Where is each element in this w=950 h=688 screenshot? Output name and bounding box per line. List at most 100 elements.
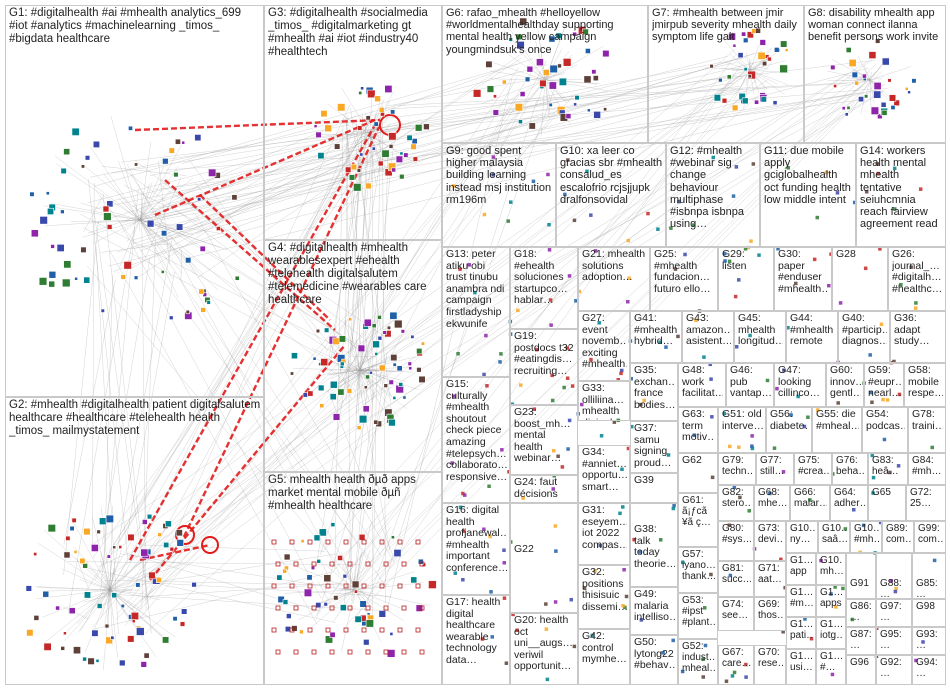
group-box-g55: G55: die #mheal… — [812, 407, 862, 453]
vertex-thumbnail — [92, 140, 100, 148]
group-box-g16: G16: digital health profjanewal… #mhealt… — [442, 503, 510, 595]
edge — [109, 589, 118, 658]
vertex-thumbnail — [683, 252, 687, 257]
edge — [544, 46, 604, 81]
edge — [369, 134, 418, 165]
group-box-g12: G12: #mhealth #webinar sig change behavi… — [666, 143, 760, 247]
vertex-thumbnail — [289, 627, 295, 633]
edge — [489, 78, 546, 81]
vertex-thumbnail — [877, 113, 883, 120]
group-label: G48: work facilitat… — [682, 365, 723, 400]
edge — [341, 88, 371, 136]
group-box-g9: G9: good spent higher malaysia building … — [442, 143, 556, 247]
vertex-thumbnail — [882, 437, 887, 442]
vertex-thumbnail — [733, 294, 738, 299]
edge — [85, 589, 111, 652]
edge — [125, 271, 175, 543]
vertex-thumbnail — [451, 184, 456, 188]
vertex-thumbnail — [626, 446, 631, 451]
vertex-thumbnail — [932, 558, 937, 563]
vertex-thumbnail — [780, 40, 788, 48]
vertex-thumbnail — [585, 169, 589, 174]
edge — [85, 563, 111, 591]
vertex-thumbnail — [772, 100, 778, 106]
vertex-thumbnail — [343, 539, 349, 545]
group-label: G93: … — [916, 629, 941, 651]
vertex-thumbnail — [48, 271, 57, 279]
vertex-thumbnail — [119, 659, 126, 667]
edge — [343, 320, 361, 371]
vertex-thumbnail — [38, 277, 48, 286]
group-box-g36: G36: adapt study… — [890, 311, 946, 363]
group-label: G1… #m… — [790, 587, 813, 609]
vertex-thumbnail — [671, 638, 675, 643]
vertex-thumbnail — [824, 170, 829, 175]
edge — [749, 62, 754, 71]
edge — [92, 371, 340, 545]
group-box-g1: G1: #digitalhealth #ai #mhealth analytic… — [5, 5, 264, 397]
vertex-thumbnail — [140, 661, 147, 668]
vertex-thumbnail — [176, 223, 184, 231]
vertex-thumbnail — [390, 109, 396, 115]
vertex-thumbnail — [329, 561, 335, 567]
group-box-g57: G57: iyano… thank… — [678, 547, 718, 593]
edge — [746, 52, 751, 71]
vertex-thumbnail — [60, 167, 67, 175]
background-edges — [35, 22, 912, 671]
vertex-thumbnail — [708, 362, 712, 367]
edge — [364, 58, 534, 119]
vertex-thumbnail — [91, 544, 99, 552]
strong-edge — [128, 124, 377, 561]
vertex-thumbnail — [909, 265, 913, 269]
vertex-thumbnail — [875, 162, 880, 166]
vertex-thumbnail — [320, 358, 329, 367]
vertex-thumbnail — [878, 520, 883, 525]
vertex-thumbnail — [416, 348, 423, 355]
edge — [109, 589, 176, 638]
group-label: G1… app — [790, 555, 813, 577]
vertex-thumbnail — [572, 644, 577, 649]
vertex-thumbnail — [582, 586, 587, 591]
group-box-g103: G10… mh… — [816, 553, 846, 585]
edge — [50, 203, 141, 221]
edge — [109, 583, 115, 591]
edge — [372, 155, 373, 623]
edge — [139, 144, 182, 221]
vertex-thumbnail — [747, 509, 751, 513]
vertex-thumbnail — [732, 485, 737, 490]
edge — [92, 153, 359, 210]
edge — [359, 369, 362, 372]
group-label: G56: diabete… — [770, 409, 809, 432]
vertex-thumbnail — [534, 347, 539, 352]
edge — [385, 71, 745, 355]
vertex-thumbnail — [323, 574, 332, 583]
vertex-thumbnail — [165, 520, 172, 528]
edge — [195, 213, 395, 563]
vertex-thumbnail — [894, 586, 898, 591]
edge — [140, 151, 376, 252]
vertex-thumbnail — [234, 275, 240, 281]
edge — [109, 567, 115, 591]
vertex-thumbnail — [547, 248, 552, 252]
group-box-g93: G93: … — [912, 627, 946, 655]
group-label: G49: malaria intelliso… — [634, 589, 675, 624]
group-label: G41: #mhealth hybrid… — [634, 313, 678, 348]
vertex-thumbnail — [112, 545, 117, 550]
vertex-thumbnail — [337, 555, 343, 561]
vertex-thumbnail — [181, 140, 186, 145]
edge — [109, 239, 173, 592]
edge — [369, 134, 386, 144]
group-box-g26: G26: journal_… #digitalh… #healthc… — [888, 247, 946, 311]
vertex-thumbnail — [875, 38, 881, 44]
vertex-thumbnail — [394, 319, 403, 329]
vertex-thumbnail — [741, 31, 747, 37]
group-label: G45: mhealth longitud… — [738, 313, 783, 348]
vertex-thumbnail — [742, 37, 749, 44]
vertex-thumbnail — [526, 65, 534, 73]
vertex-thumbnail — [315, 328, 321, 334]
edge — [335, 588, 356, 591]
vertex-thumbnail — [378, 364, 386, 372]
vertex-thumbnail — [734, 345, 739, 349]
edge — [544, 71, 566, 81]
group-box-g64: G64: adher… — [830, 485, 868, 521]
